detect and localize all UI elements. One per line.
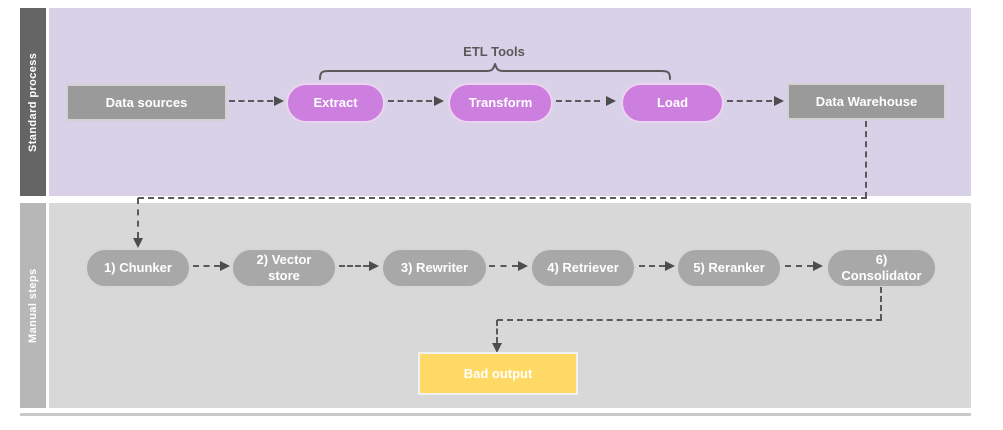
- node-retriever: 4) Retriever: [530, 248, 636, 288]
- node-data-warehouse: Data Warehouse: [787, 83, 946, 120]
- node-data-sources: Data sources: [66, 84, 227, 121]
- node-reranker-label: 5) Reranker: [693, 260, 765, 276]
- connector-chunker-vector: [193, 265, 220, 267]
- connector-datasources-extract: [229, 100, 273, 102]
- connector-rewriter-retriever: [489, 265, 518, 267]
- connector-warehouse-left: [138, 197, 867, 199]
- connector-into-chunker: [137, 198, 139, 238]
- node-retriever-label: 4) Retriever: [547, 260, 619, 276]
- arrow-right-icon: [665, 261, 675, 271]
- connector-consolidator-down: [880, 287, 882, 320]
- connector-load-warehouse: [727, 100, 772, 102]
- node-load: Load: [621, 83, 724, 123]
- bottom-lane-divider: [20, 413, 971, 416]
- connector-into-badoutput: [496, 320, 498, 343]
- arrow-down-icon: [133, 238, 143, 248]
- connector-transform-load: [556, 100, 600, 102]
- connector-vector-rewriter: [339, 265, 369, 267]
- node-load-label: Load: [656, 95, 689, 111]
- node-transform-label: Transform: [468, 95, 533, 111]
- node-rewriter-label: 3) Rewriter: [400, 260, 469, 276]
- node-data-sources-label: Data sources: [105, 95, 188, 110]
- node-consolidator-label: 6) Consolidator: [841, 252, 922, 283]
- arrow-right-icon: [434, 96, 444, 106]
- node-chunker: 1) Chunker: [85, 248, 191, 288]
- node-transform: Transform: [448, 83, 553, 123]
- node-bad-output: Bad output: [418, 352, 578, 395]
- curly-brace-icon: [319, 63, 671, 80]
- arrow-right-icon: [274, 96, 284, 106]
- connector-consolidator-left: [497, 319, 882, 321]
- node-data-warehouse-label: Data Warehouse: [815, 94, 918, 109]
- etl-tools-label: ETL Tools: [463, 44, 525, 59]
- node-extract-label: Extract: [313, 95, 358, 111]
- connector-retriever-reranker: [639, 265, 665, 267]
- node-consolidator: 6) Consolidator: [826, 248, 937, 288]
- arrow-right-icon: [774, 96, 784, 106]
- arrow-right-icon: [606, 96, 616, 106]
- connector-extract-transform: [388, 100, 432, 102]
- node-bad-output-label: Bad output: [463, 366, 533, 381]
- node-reranker: 5) Reranker: [676, 248, 782, 288]
- arrow-down-icon: [492, 343, 502, 353]
- arrow-right-icon: [518, 261, 528, 271]
- node-rewriter: 3) Rewriter: [381, 248, 488, 288]
- lane-label-manual-steps: Manual steps: [20, 203, 46, 408]
- arrow-right-icon: [220, 261, 230, 271]
- arrow-right-icon: [369, 261, 379, 271]
- node-chunker-label: 1) Chunker: [104, 260, 172, 276]
- lane-label-standard-process: Standard process: [20, 8, 46, 196]
- node-vector-store: 2) Vector store: [231, 248, 337, 288]
- connector-reranker-consolidator: [785, 265, 813, 267]
- connector-warehouse-down: [865, 121, 867, 198]
- arrow-right-icon: [813, 261, 823, 271]
- node-vector-store-label: 2) Vector store: [256, 252, 312, 283]
- node-extract: Extract: [286, 83, 385, 123]
